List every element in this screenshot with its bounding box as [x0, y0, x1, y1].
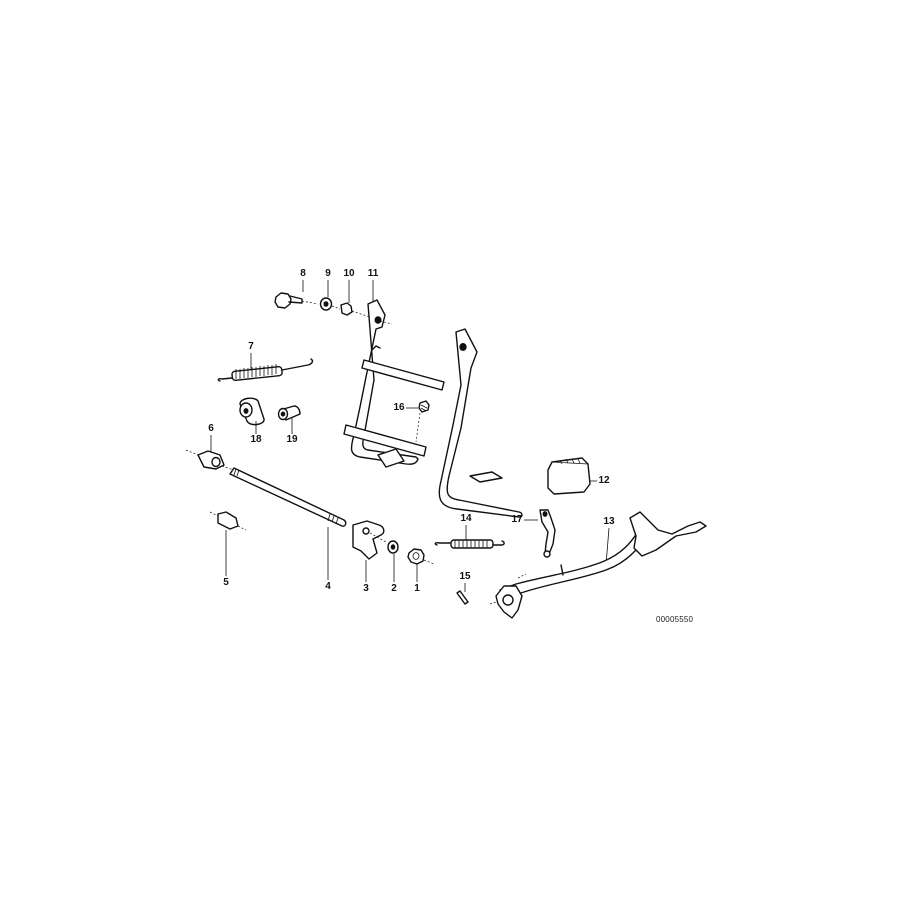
callout-5: 5	[223, 577, 229, 588]
callout-12: 12	[598, 475, 610, 486]
end-cap-part	[185, 435, 235, 471]
spacer-part-10	[340, 280, 371, 318]
washer-part-2	[387, 540, 399, 582]
callout-10: 10	[343, 268, 355, 279]
center-stand-part	[343, 280, 523, 518]
callout-18: 18	[250, 434, 262, 445]
sleeve-part	[277, 405, 301, 434]
callout-15: 15	[459, 571, 471, 582]
bracket-part-17	[524, 509, 556, 558]
rubber-stop-part	[547, 457, 597, 495]
spring-part-14	[434, 525, 505, 549]
callout-13: 13	[603, 516, 615, 527]
washer-part-9	[319, 280, 341, 311]
bushing-pin-part	[209, 511, 247, 576]
stud-part	[406, 400, 430, 443]
bracket-plate-part	[352, 520, 387, 582]
callout-8: 8	[300, 268, 306, 279]
callout-6: 6	[208, 423, 214, 434]
diagram-reference-code: 00005550	[656, 615, 694, 624]
callout-14: 14	[460, 513, 472, 524]
spring-part-7	[217, 353, 314, 382]
callout-11: 11	[367, 268, 379, 279]
callout-2: 2	[391, 583, 397, 594]
callout-1: 1	[414, 583, 420, 594]
hex-nut-part	[407, 548, 435, 582]
pin-part	[456, 583, 469, 605]
callout-17: 17	[511, 514, 523, 525]
callout-4: 4	[325, 581, 331, 592]
side-stand-part	[489, 511, 707, 619]
callout-9: 9	[325, 268, 331, 279]
callout-19: 19	[286, 434, 298, 445]
hex-bolt-part	[274, 280, 319, 309]
rubber-buffer-part	[239, 397, 265, 434]
shaft-part	[229, 467, 347, 580]
callout-7: 7	[248, 341, 254, 352]
callout-3: 3	[363, 583, 369, 594]
callout-16: 16	[393, 402, 405, 413]
